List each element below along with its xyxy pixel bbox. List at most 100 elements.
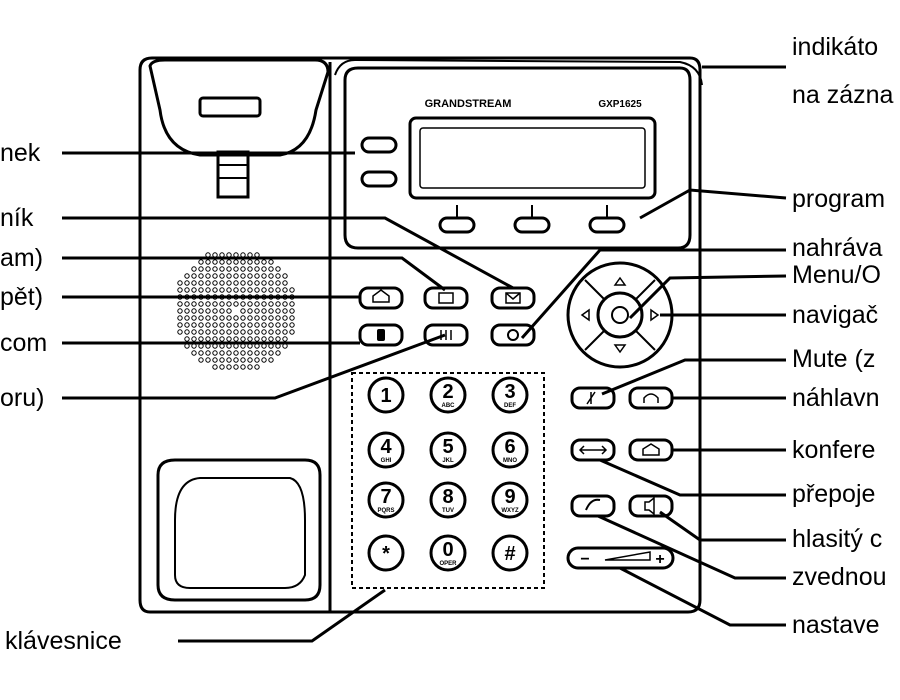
keypad-key-hash[interactable]: # — [491, 534, 529, 572]
speaker-hole — [184, 336, 190, 342]
speaker-hole — [240, 280, 246, 286]
display-housing — [343, 66, 692, 250]
phonebook-button[interactable] — [423, 286, 469, 310]
speaker-hole — [268, 273, 274, 279]
intercom-button[interactable] — [358, 323, 404, 347]
home-button[interactable] — [358, 286, 404, 310]
speaker-hole — [205, 336, 211, 342]
ok-menu-button[interactable] — [596, 291, 644, 339]
speaker-hole — [240, 364, 246, 370]
speaker-hole — [212, 287, 218, 293]
keypad-digit: 2 — [442, 381, 453, 403]
send-redial-button[interactable] — [570, 494, 616, 518]
hold-button[interactable] — [423, 323, 469, 347]
speaker-hole — [254, 259, 260, 265]
speaker-hole — [268, 259, 274, 265]
speaker-hole — [247, 322, 253, 328]
speaker-hole — [226, 329, 232, 335]
speaker-hole — [268, 308, 274, 314]
keypad-letters: DEF — [504, 403, 516, 409]
speaker-hole — [226, 266, 232, 272]
conference-button[interactable] — [628, 438, 674, 462]
label-mwi-indicator: indikáto — [792, 33, 879, 61]
speaker-hole — [268, 315, 274, 321]
record-button[interactable] — [490, 323, 536, 347]
speaker-hole — [177, 280, 183, 286]
keypad-letters: GHI — [381, 458, 392, 464]
transfer-button[interactable] — [570, 438, 616, 462]
speaker-hole — [275, 301, 281, 307]
speaker-hole — [261, 266, 267, 272]
speaker-hole — [219, 259, 225, 265]
speaker-hole — [254, 364, 260, 370]
label-headset: náhlavn — [792, 384, 880, 412]
speaker-hole — [261, 280, 267, 286]
speaker-hole — [261, 259, 267, 265]
speaker-hole — [233, 280, 239, 286]
speaker-icon — [644, 496, 655, 516]
speaker-hole — [247, 301, 253, 307]
keypad-digit: 7 — [380, 486, 391, 508]
speaker-hole — [261, 357, 267, 363]
speaker-hole — [219, 280, 225, 286]
handset-mouthpiece — [156, 458, 322, 602]
speaker-hole — [226, 357, 232, 363]
speaker-hole — [254, 287, 260, 293]
speaker-hole — [226, 280, 232, 286]
keypad-digit: 8 — [442, 486, 453, 508]
speaker-hole — [184, 315, 190, 321]
line-key-1[interactable] — [360, 136, 398, 154]
volume-minus: − — [580, 551, 589, 568]
speaker-hole — [205, 259, 211, 265]
leader-lines-right — [520, 65, 787, 627]
speaker-hole — [282, 329, 288, 335]
soft-key-1[interactable] — [438, 216, 476, 234]
speaker-hole — [233, 287, 239, 293]
speaker-hole — [226, 273, 232, 279]
speaker-hole — [289, 329, 295, 335]
nav-left-icon — [580, 308, 590, 322]
label-recording: nahráva — [792, 234, 883, 262]
speaker-hole — [191, 266, 197, 272]
speaker-hole — [275, 308, 281, 314]
speaker-hole — [261, 350, 267, 356]
keypad-key-star[interactable]: * — [367, 534, 405, 572]
mute-button[interactable] — [570, 386, 616, 410]
speaker-hole — [219, 357, 225, 363]
keypad-key-1[interactable]: 1 — [367, 376, 405, 414]
speaker-grille — [177, 252, 295, 370]
speaker-hole — [205, 308, 211, 314]
speaker-button[interactable] — [628, 494, 674, 518]
speaker-hole — [282, 287, 288, 293]
soft-key-2[interactable] — [513, 216, 551, 234]
speaker-hole — [226, 322, 232, 328]
speaker-hole — [261, 287, 267, 293]
label-transfer: přepoje — [792, 480, 876, 508]
speaker-hole — [177, 322, 183, 328]
speaker-hole — [212, 280, 218, 286]
speaker-hole — [247, 350, 253, 356]
speaker-hole — [254, 315, 260, 321]
speaker-hole — [247, 336, 253, 342]
speaker-hole — [254, 266, 260, 272]
message-button[interactable] — [490, 286, 536, 310]
speaker-hole — [268, 322, 274, 328]
speaker-hole — [177, 315, 183, 321]
speaker-hole — [198, 287, 204, 293]
soft-key-3[interactable] — [588, 216, 626, 234]
line-key-2[interactable] — [360, 170, 398, 188]
speaker-hole — [219, 322, 225, 328]
speaker-hole — [282, 315, 288, 321]
headset-button[interactable] — [628, 386, 674, 410]
speaker-hole — [219, 336, 225, 342]
speaker-hole — [268, 280, 274, 286]
